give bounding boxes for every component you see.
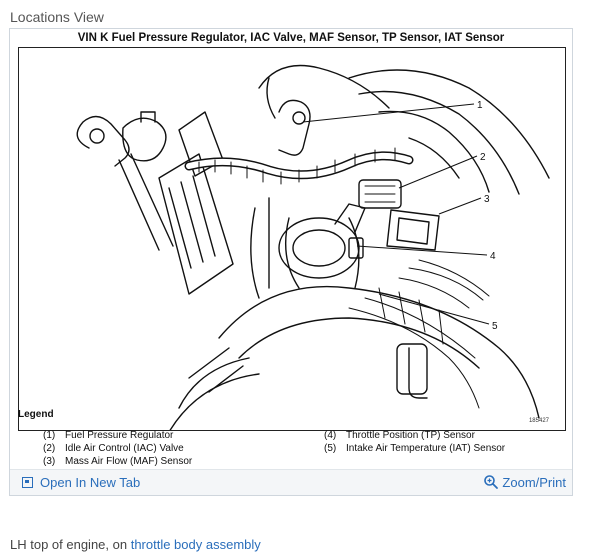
throttle-body-link[interactable]: throttle body assembly	[130, 537, 261, 552]
engine-line-drawing: 1 2 3 4 5	[76, 64, 550, 430]
callout-1: 1	[477, 100, 483, 111]
location-caption: LH top of engine, on throttle body assem…	[10, 537, 261, 552]
leader-4	[356, 245, 488, 256]
leader-5	[378, 293, 490, 325]
callout-3: 3	[484, 194, 490, 205]
legend-column-right: (4)Throttle Position (TP) Sensor (5)Inta…	[324, 429, 505, 455]
legend-item: (5)Intake Air Temperature (IAT) Sensor	[324, 443, 506, 454]
engine-diagram[interactable]: 1 2 3 4 5 185427	[18, 47, 566, 431]
caption-text: LH top of engine, on	[10, 537, 131, 552]
zoom-print-button[interactable]: Zoom/Print	[483, 474, 566, 490]
figure-code: 185427	[528, 418, 549, 424]
open-in-new-tab-label: Open In New Tab	[40, 475, 141, 490]
leader-1	[302, 103, 475, 123]
callout-4: 4	[490, 251, 496, 262]
callout-2: 2	[480, 152, 486, 163]
leader-2	[398, 155, 478, 189]
legend-column-left: (1)Fuel Pressure Regulator (2)Idle Air C…	[43, 429, 192, 468]
legend-item: (2)Idle Air Control (IAC) Valve	[43, 443, 184, 454]
leader-3	[438, 197, 482, 215]
legend-item: (1)Fuel Pressure Regulator	[43, 430, 174, 441]
figure-toolbar: Open In New Tab Zoom/Print	[10, 469, 572, 495]
legend-heading: Legend	[18, 409, 54, 420]
open-in-new-tab-icon	[22, 477, 33, 488]
figure-frame: VIN K Fuel Pressure Regulator, IAC Valve…	[9, 28, 573, 496]
view-title: Locations View	[10, 9, 104, 25]
zoom-print-label: Zoom/Print	[502, 474, 566, 490]
legend-item: (3)Mass Air Flow (MAF) Sensor	[43, 456, 193, 467]
callout-5: 5	[492, 321, 498, 332]
legend-item: (4)Throttle Position (TP) Sensor	[324, 430, 475, 441]
figure-title: VIN K Fuel Pressure Regulator, IAC Valve…	[77, 32, 505, 44]
open-in-new-tab-button[interactable]: Open In New Tab	[22, 475, 140, 490]
magnifier-icon	[484, 475, 499, 489]
